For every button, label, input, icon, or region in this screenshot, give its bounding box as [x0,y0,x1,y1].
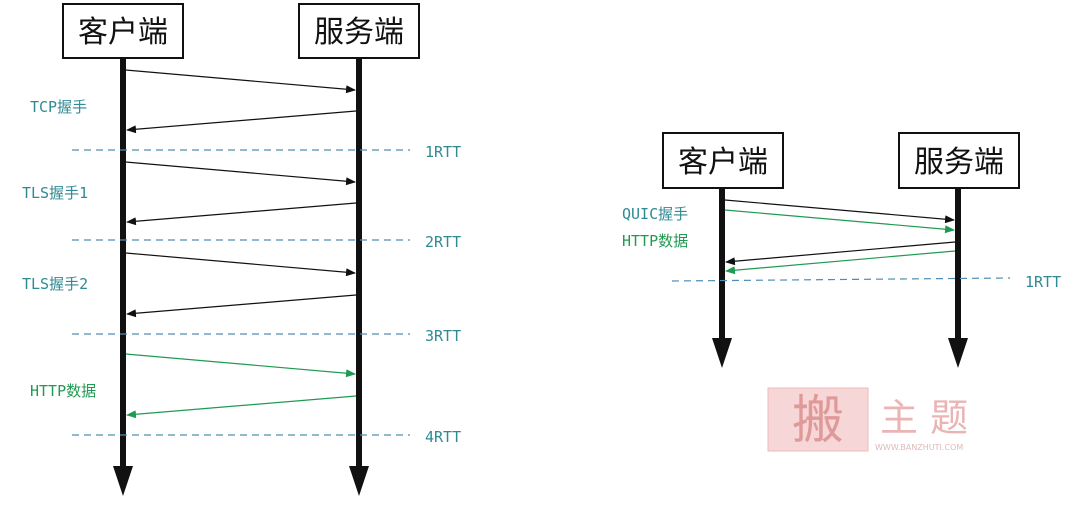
arrow-tcp-request [125,69,356,94]
left-diagram: 客户端 服务端 1RTT 2RTT 3RTT 4RTT TCP握手 TLS握手1… [22,3,461,496]
arrow-tls2-request [125,252,356,277]
left-server-box [298,3,420,59]
left-client-timeline-arrowhead [113,466,133,496]
rtt-label-1: 1RTT [425,143,461,161]
watermark: 搬 主 题 WWW.BANZHUTI.COM [767,387,968,452]
right-arrow-http-request [724,209,955,234]
watermark-seal-glyph: 搬 [792,391,844,451]
right-arrow-http-response [725,250,956,275]
watermark-text: 主 题 [880,396,968,440]
right-label-quic: QUIC握手 [622,205,688,223]
watermark-url: WWW.BANZHUTI.COM [875,443,963,452]
left-server-label: 服务端 [314,15,404,50]
right-arrow-quic-response [725,241,956,266]
rtt-label-2: 2RTT [425,233,461,251]
rtt-label-3: 3RTT [425,327,461,345]
phase-label-tcp: TCP握手 [30,98,87,116]
rtt-label-4: 4RTT [425,428,461,446]
phase-label-tls2: TLS握手2 [22,275,88,293]
phase-label-tls1: TLS握手1 [22,184,88,202]
right-diagram: 客户端 服务端 1RTT QUIC握手 HTTP数据 [622,132,1061,368]
right-rtt-divider [671,277,1011,282]
right-rtt-label: 1RTT [1025,273,1061,291]
watermark-seal [767,387,869,452]
right-server-label: 服务端 [914,145,1004,180]
right-arrow-quic-request [724,199,955,224]
left-client-box [62,3,184,59]
arrow-tls1-response [126,202,357,226]
arrow-tcp-response [126,110,357,134]
phase-label-http: HTTP数据 [30,382,96,400]
right-label-http: HTTP数据 [622,232,688,250]
left-client-label: 客户端 [78,15,168,50]
right-client-label: 客户端 [678,145,768,180]
right-client-timeline-arrowhead [712,338,732,368]
left-server-timeline-arrowhead [349,466,369,496]
arrow-http-request [125,353,356,378]
right-server-timeline-arrowhead [948,338,968,368]
arrow-http-response [126,395,357,419]
arrow-tls1-request [125,161,356,186]
arrow-tls2-response [126,294,357,318]
